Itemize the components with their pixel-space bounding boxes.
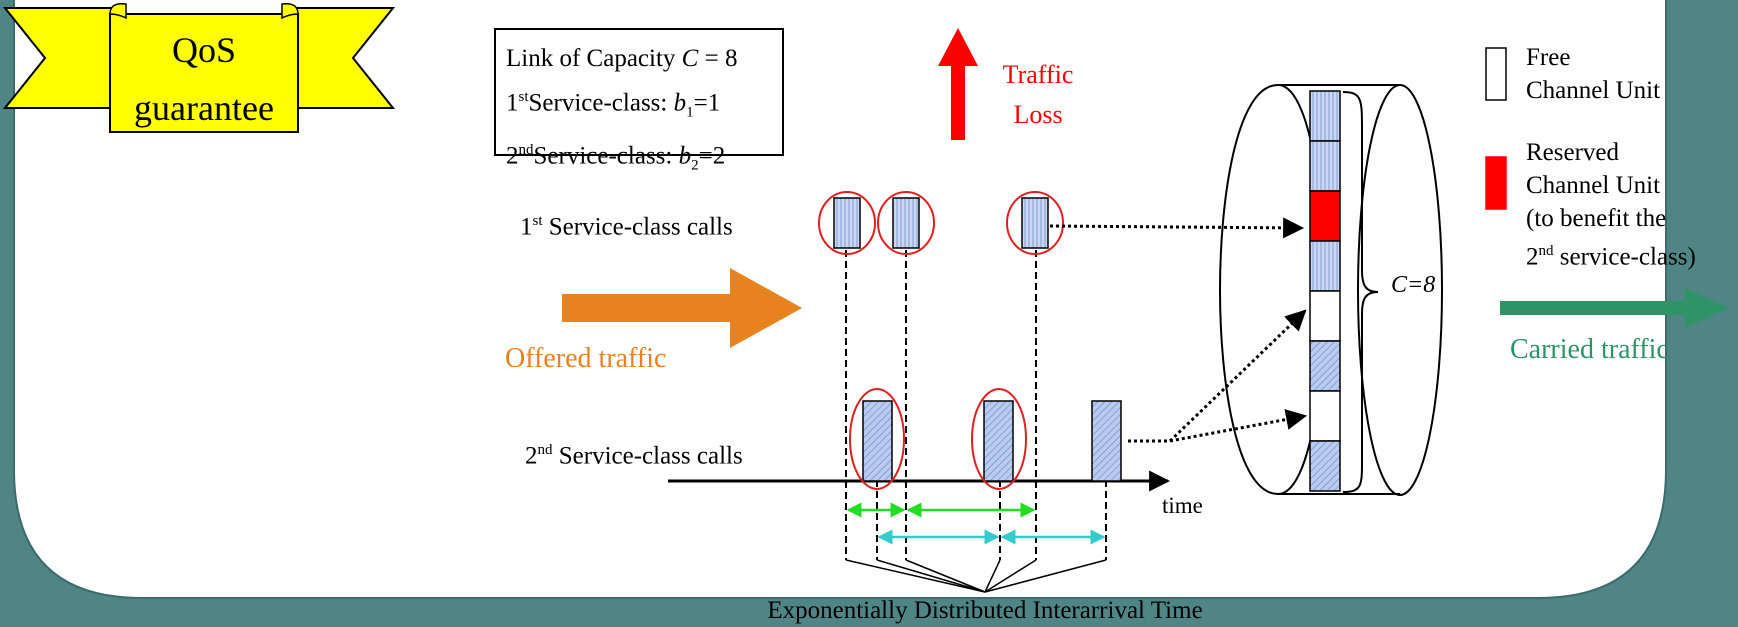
capacity-brace — [1342, 91, 1379, 493]
class2-call-3 — [1091, 400, 1122, 482]
reserved-channel-legend-text: Reserved Channel Unit (to benefit the 2n… — [1526, 139, 1696, 271]
class1-calls-label: 1st Service-class calls — [520, 213, 733, 241]
class1-calls — [818, 191, 1064, 255]
capacity-label: C=8 — [1391, 272, 1435, 298]
channel-unit-class1 — [1309, 240, 1341, 292]
channel-unit-class2 — [1309, 340, 1341, 392]
class2-call-2 — [983, 400, 1014, 482]
blocked-circle-5 — [971, 388, 1027, 490]
link-capacity-box: Link of Capacity C = 8 1stService-class:… — [494, 28, 784, 174]
blocked-circle-1 — [818, 191, 876, 255]
class1-call-1 — [833, 197, 861, 249]
traffic-loss-arrow — [938, 28, 978, 140]
blocked-circle-4 — [849, 388, 905, 490]
carried-traffic-label: Carried traffic — [1510, 334, 1669, 365]
class1-call-3 — [1021, 197, 1049, 249]
reserved-channel-legend-box — [1485, 156, 1507, 210]
class2-bandwidth-line: 2ndService-class: b2=2 — [506, 142, 726, 174]
free-channel-legend-text: Free Channel Unit — [1526, 44, 1661, 104]
channel-unit-free — [1309, 290, 1341, 342]
class2-calls — [849, 388, 1122, 490]
channel-units — [1309, 90, 1341, 492]
channel-unit-class2 — [1309, 440, 1341, 492]
arrival-dashed-lines — [845, 250, 1107, 560]
blocked-circle-2 — [877, 191, 935, 255]
class2-call-1 — [862, 400, 893, 482]
channel-unit-reserved — [1309, 190, 1341, 242]
class1-call-2 — [892, 197, 920, 249]
channel-unit-class1 — [1309, 140, 1341, 192]
offered-traffic-arrow — [562, 268, 802, 348]
assignment-arrows — [1049, 217, 1308, 443]
qos-banner: QoS guarantee — [2, 2, 396, 133]
badge-line2: guarantee — [134, 88, 274, 128]
traffic-loss-line2: Loss — [1013, 100, 1062, 129]
channel-unit-free — [1309, 390, 1341, 442]
carried-traffic-arrow — [1500, 288, 1728, 328]
class2-calls-label: 2nd Service-class calls — [525, 442, 743, 470]
time-label: time — [1162, 493, 1203, 518]
blocked-circle-3 — [1006, 191, 1064, 255]
traffic-loss-line1: Traffic — [1003, 60, 1074, 89]
link-capacity-line: Link of Capacity C = 8 — [506, 45, 738, 72]
offered-traffic-label: Offered traffic — [505, 343, 666, 374]
interarrival-pointer-lines — [845, 559, 1107, 593]
interarrival-label: Exponentially Distributed Interarrival T… — [767, 597, 1202, 624]
channel-unit-class1 — [1309, 90, 1341, 142]
class1-bandwidth-line: 1stService-class: b1=1 — [506, 89, 721, 121]
free-channel-legend-box — [1485, 47, 1507, 101]
slide-frame-inner-edge — [13, 0, 1667, 599]
badge-line1: QoS — [172, 30, 236, 70]
